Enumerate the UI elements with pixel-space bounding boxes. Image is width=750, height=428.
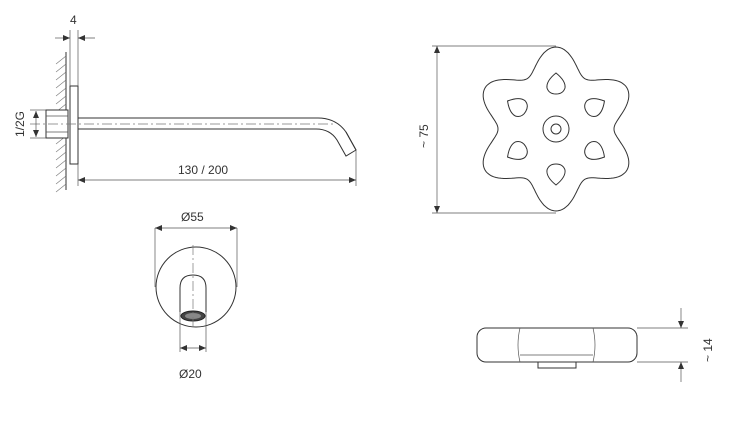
center-hole	[550, 123, 562, 135]
wall-hatch-line	[55, 63, 67, 73]
dim-rosette-label: Ø55	[181, 210, 204, 224]
handle-top-view: ~ 75	[417, 45, 630, 214]
wall-hatch-line	[55, 95, 67, 105]
wall-hatch-line	[55, 87, 67, 97]
flower-handle-outline	[482, 46, 630, 212]
dim-thread-label: 1/2G	[13, 111, 27, 137]
wall-hatch-line	[55, 159, 67, 169]
flower-holes	[506, 72, 606, 186]
rosette-flange	[69, 85, 79, 165]
spout-body	[78, 117, 357, 157]
front-view: Ø55 Ø20	[154, 210, 238, 381]
outlet-slot	[179, 274, 207, 312]
wall-hatch-line	[55, 167, 67, 177]
rosette-circle	[155, 246, 237, 328]
wall-hatch-line	[55, 79, 67, 89]
flower-hole	[546, 163, 566, 186]
wall-hatch-line	[55, 143, 67, 153]
side-view: 4 1/2G 130 / 200	[13, 13, 357, 193]
wall-hatch-line	[55, 183, 67, 193]
dim-spout-length-label: 130 / 200	[178, 163, 228, 177]
handle-side-view: ~ 14	[476, 308, 715, 382]
dim-outlet: Ø20	[179, 312, 207, 381]
wall-hatch-line	[55, 151, 67, 161]
center-hub	[542, 115, 570, 143]
wall-hatch-line	[55, 71, 67, 81]
flower-hole	[584, 98, 606, 117]
flower-hole	[584, 141, 606, 160]
flower-hole	[546, 72, 566, 95]
dim-handle-depth: ~ 14	[637, 308, 715, 382]
handle-body	[476, 327, 638, 363]
dim-spout-length: 130 / 200	[77, 150, 357, 186]
dim-thread: 1/2G	[13, 109, 46, 139]
flower-hole	[506, 141, 528, 160]
wall-hatch-line	[55, 55, 67, 65]
flower-hole	[506, 98, 528, 117]
dim-handle-height-label: ~ 75	[417, 124, 431, 148]
handle-stem	[537, 361, 577, 369]
wall-hatch-line	[55, 175, 67, 185]
dim-rosette: Ø55	[154, 210, 238, 287]
dim-wall-thickness: 4	[55, 13, 95, 86]
dim-handle-height: ~ 75	[417, 45, 556, 214]
dim-outlet-label: Ø20	[179, 367, 202, 381]
dim-handle-depth-label: ~ 14	[701, 338, 715, 362]
dim-wall-thickness-label: 4	[70, 13, 77, 27]
